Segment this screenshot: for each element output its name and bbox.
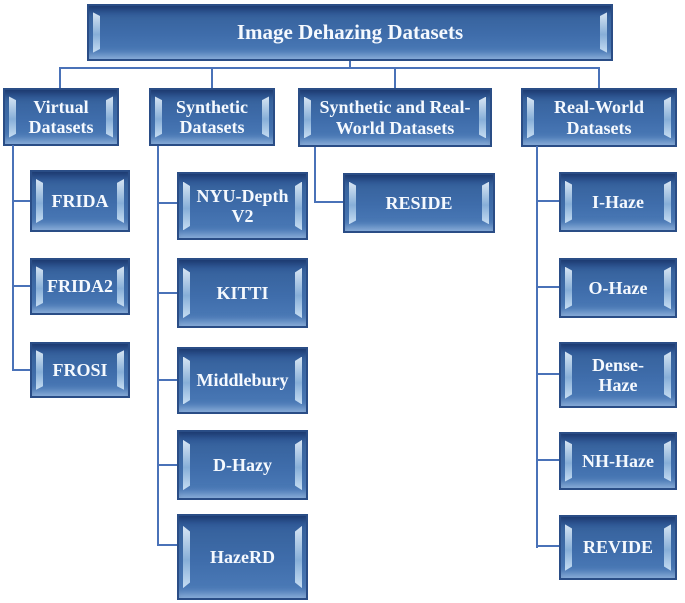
connector-stub-kitti [157,292,177,294]
connector-spine-real-world [536,146,538,548]
connector-drop-synthetic-real [394,67,396,88]
node-frida2: FRIDA2 [30,258,130,315]
connector-stub-hazerd [157,544,177,546]
node-label: RESIDE [385,192,453,213]
node-label: Virtual Datasets [28,96,94,137]
connector-stub-i-haze [536,200,559,202]
node-label: I-Haze [592,191,644,212]
node-label: Image Dehazing Datasets [236,19,464,44]
connector-stub-frida2 [12,285,30,287]
connector-stub-reside [314,201,343,203]
connector-stub-dense-haze [536,373,559,375]
node-label: FRIDA [51,190,109,211]
connector-spine-virtual [12,145,14,371]
node-label: Synthetic and Real-World Datasets [319,97,471,138]
connector-drop-virtual [59,67,61,88]
connector-drop-synthetic [211,67,213,88]
connector-stub-middlebury [157,379,177,381]
node-dense-haze: Dense-Haze [559,342,677,408]
node-label: NH-Haze [582,450,654,471]
node-synthetic-datasets: Synthetic Datasets [149,88,275,146]
node-i-haze: I-Haze [559,172,677,232]
node-frida: FRIDA [30,170,130,232]
connector-drop-real-world [598,67,600,88]
node-image-dehazing-datasets: Image Dehazing Datasets [87,4,613,61]
node-label: REVIDE [582,537,653,558]
node-hazerd: HazeRD [177,514,308,600]
connector-bus [59,67,600,69]
connector-root-stem [349,61,351,69]
node-label: O-Haze [588,277,648,298]
node-label: Dense-Haze [592,354,644,395]
node-label: HazeRD [210,546,275,567]
node-d-hazy: D-Hazy [177,430,308,500]
node-virtual-datasets: Virtual Datasets [3,88,119,146]
node-frosi: FROSI [30,342,130,398]
node-kitti: KITTI [177,258,308,328]
connector-stub-d-hazy [157,464,177,466]
connector-stub-o-haze [536,286,559,288]
node-label: KITTI [216,282,269,303]
node-label: Middlebury [196,370,289,391]
node-real-world-datasets: Real-World Datasets [521,88,677,147]
node-label: Synthetic Datasets [176,96,248,137]
connector-spine-synthetic-real [314,147,316,203]
node-middlebury: Middlebury [177,347,308,414]
node-o-haze: O-Haze [559,258,677,318]
node-label: Real-World Datasets [554,97,644,138]
node-nyu-depth-v2: NYU-Depth V2 [177,172,308,240]
node-label: NYU-Depth V2 [196,185,289,226]
node-label: FROSI [52,359,108,380]
node-label: FRIDA2 [47,276,113,297]
connector-spine-synthetic [157,146,159,546]
node-synthetic-and-real-world-datasets: Synthetic and Real-World Datasets [298,88,492,147]
connector-stub-frosi [12,369,30,371]
node-reside: RESIDE [343,173,495,233]
connector-stub-nyu-depth-v2 [157,202,177,204]
connector-stub-revide [536,545,559,547]
node-revide: REVIDE [559,515,677,580]
connector-stub-nh-haze [536,459,559,461]
node-nh-haze: NH-Haze [559,432,677,490]
node-label: D-Hazy [213,454,272,475]
connector-stub-frida [12,200,30,202]
